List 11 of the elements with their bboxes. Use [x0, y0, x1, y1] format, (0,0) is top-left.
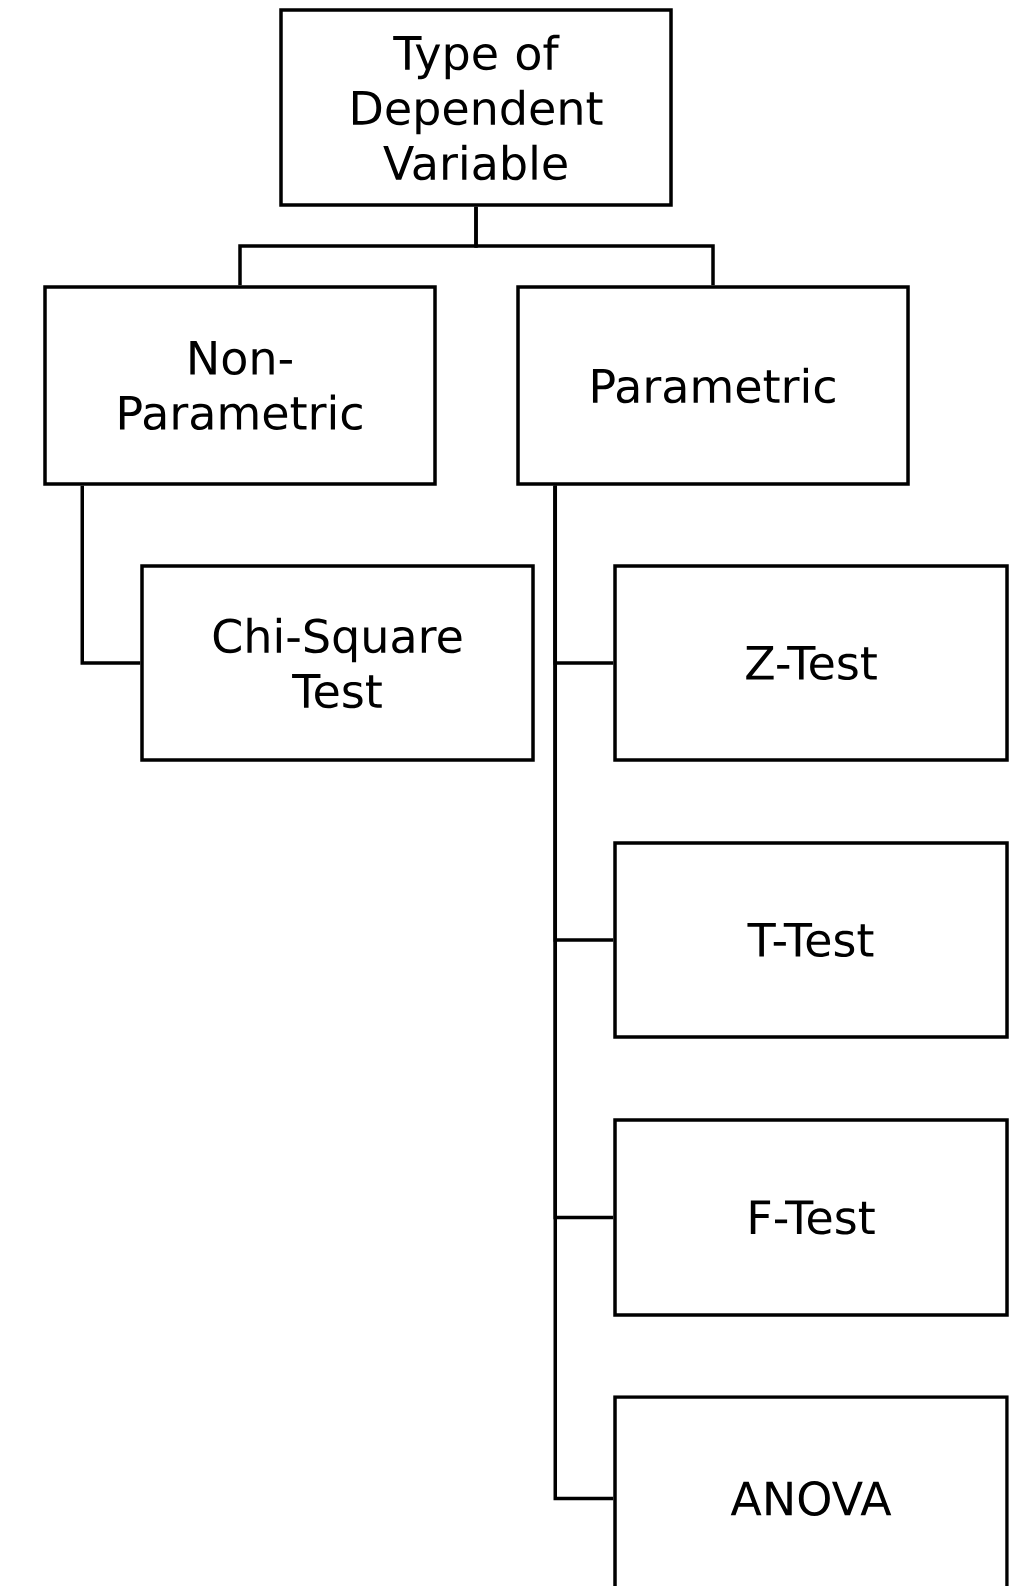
process-box: ANOVA — [613, 1395, 1009, 1586]
process-box: Z-Test — [613, 564, 1009, 762]
connector-line — [553, 485, 614, 1501]
process-box: Type of Dependent Variable — [279, 8, 673, 207]
process-box: Chi-Square Test — [140, 564, 535, 762]
connector-line — [474, 206, 715, 286]
process-box: T-Test — [613, 841, 1009, 1039]
process-box: Non-Parametric — [43, 285, 437, 486]
connector-line — [80, 485, 141, 665]
process-box: Parametric — [516, 285, 910, 486]
process-box: F-Test — [613, 1118, 1009, 1317]
